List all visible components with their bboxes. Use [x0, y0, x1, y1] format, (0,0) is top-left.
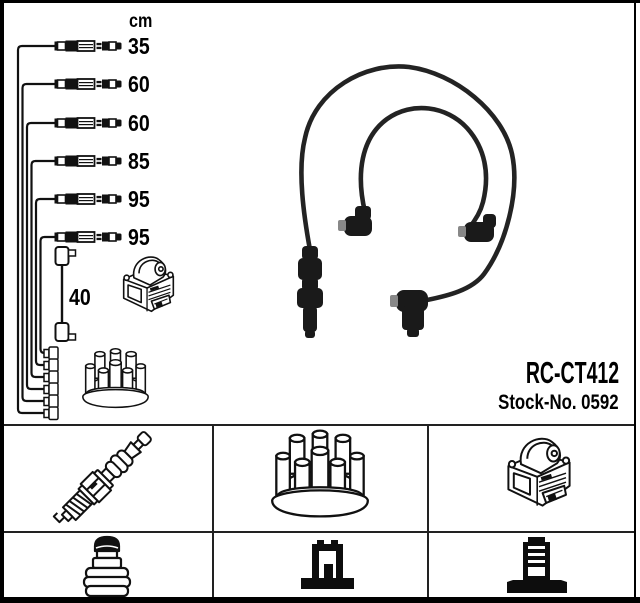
unit-header: cm [129, 11, 153, 32]
distributor-terminal-icon [301, 540, 354, 589]
distributor-end-terminals [43, 346, 59, 421]
spark-plug-terminal-icon [82, 535, 132, 598]
wire-length-label-4: 85 [128, 148, 150, 174]
ignition-cable-photo [297, 64, 517, 338]
elbow-boot-bottom [390, 290, 428, 337]
coil-terminal-icon [507, 537, 567, 593]
wire-length-label-5: 95 [128, 186, 150, 212]
ignition-coil-grid-drawing [507, 437, 571, 507]
part-number: RC-CT412 [525, 355, 619, 390]
wire-length-label-3: 60 [128, 110, 150, 136]
wire-connectors [53, 39, 123, 244]
wire-length-label-6: 95 [128, 224, 150, 250]
wire-routing-lines [16, 44, 57, 415]
distributor-cap-grid-drawing [271, 429, 369, 518]
coil-wire-drawing [54, 246, 77, 342]
straight-boot [297, 246, 323, 338]
wire-length-label-2: 60 [128, 71, 150, 97]
coil-wire-length-label: 40 [69, 284, 91, 310]
distributor-cap-drawing [82, 347, 149, 409]
wire-length-label-1: 35 [128, 33, 150, 59]
grid-lines [0, 424, 636, 597]
ignition-coil-drawing [122, 256, 175, 313]
elbow-boot-left [338, 206, 372, 236]
spark-plug-drawing [49, 424, 159, 534]
stock-number: Stock-No. 0592 [498, 391, 619, 414]
elbow-boot-right [458, 214, 496, 242]
